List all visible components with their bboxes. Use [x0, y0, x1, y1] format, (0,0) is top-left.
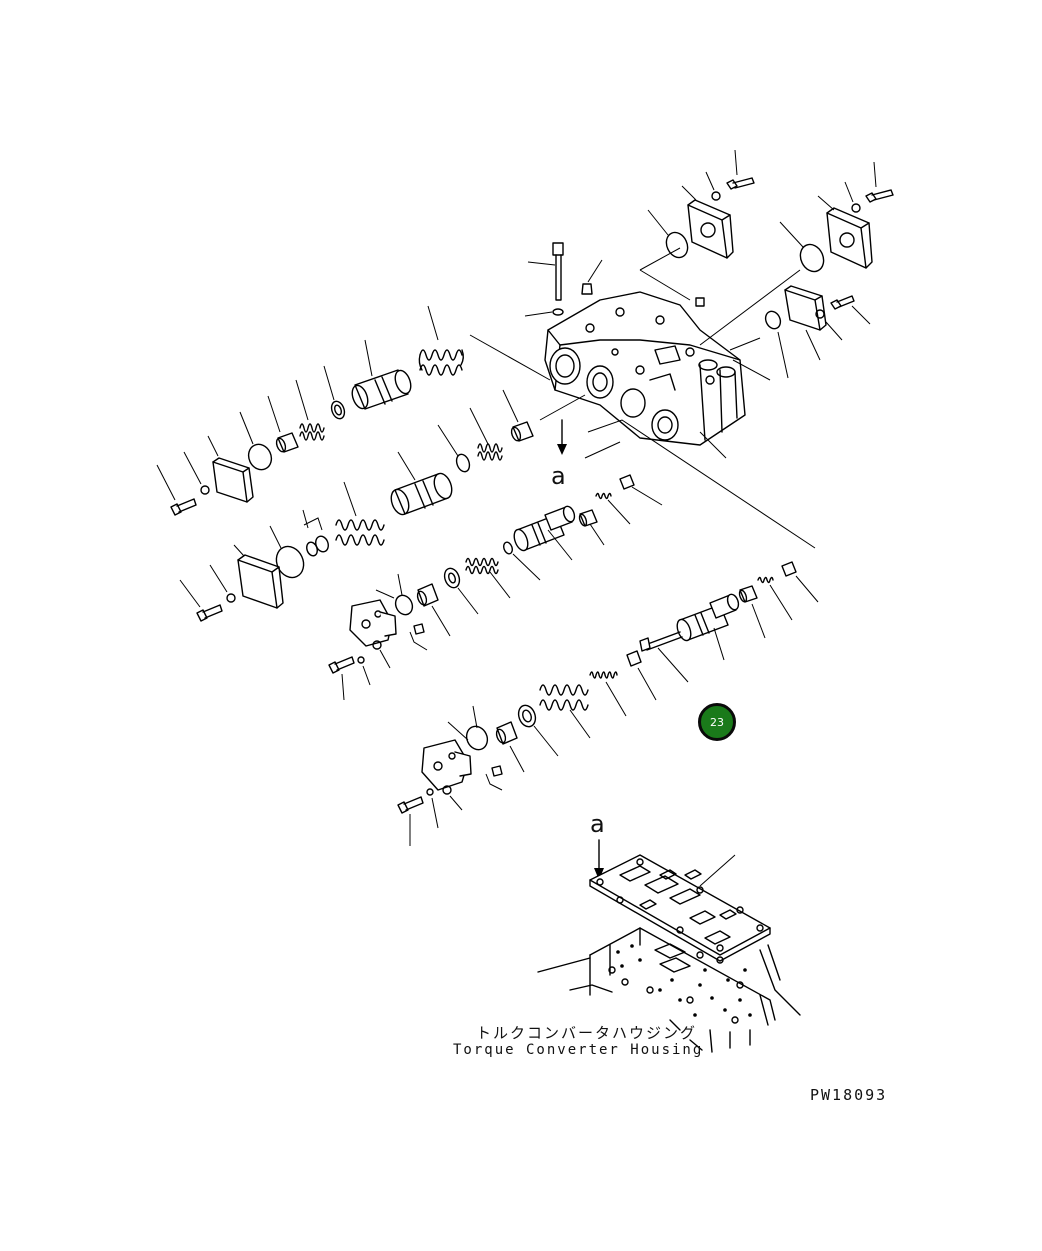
upper-spool-row [156, 305, 534, 516]
plug-small [581, 259, 705, 307]
leader-lines-body [469, 247, 816, 549]
side-cover-right [764, 285, 871, 379]
top-right-cover-1 [647, 149, 755, 259]
right-spool-row [517, 561, 819, 757]
part-callout-number: 23 [710, 715, 724, 729]
separator-plate [589, 854, 771, 962]
drawing-code: PW18093 [810, 1086, 888, 1104]
view-marker-bottom: a [590, 810, 606, 838]
torque-converter-housing [537, 927, 801, 1053]
flange-assembly-lower [397, 705, 525, 846]
view-arrow-bottom [594, 839, 604, 880]
housing-label-english: Torque Converter Housing [453, 1042, 704, 1058]
housing-label-japanese: トルクコンバータハウジング [476, 1024, 698, 1042]
long-bolt [524, 242, 564, 317]
top-right-cover-2 [779, 161, 894, 273]
middle-spool-row [179, 451, 663, 622]
part-callout-badge[interactable]: 23 [698, 703, 736, 741]
flange-assembly-upper [328, 573, 451, 701]
view-arrow-top [557, 419, 567, 455]
valve-body [544, 291, 746, 446]
view-marker-top: a [551, 462, 567, 490]
